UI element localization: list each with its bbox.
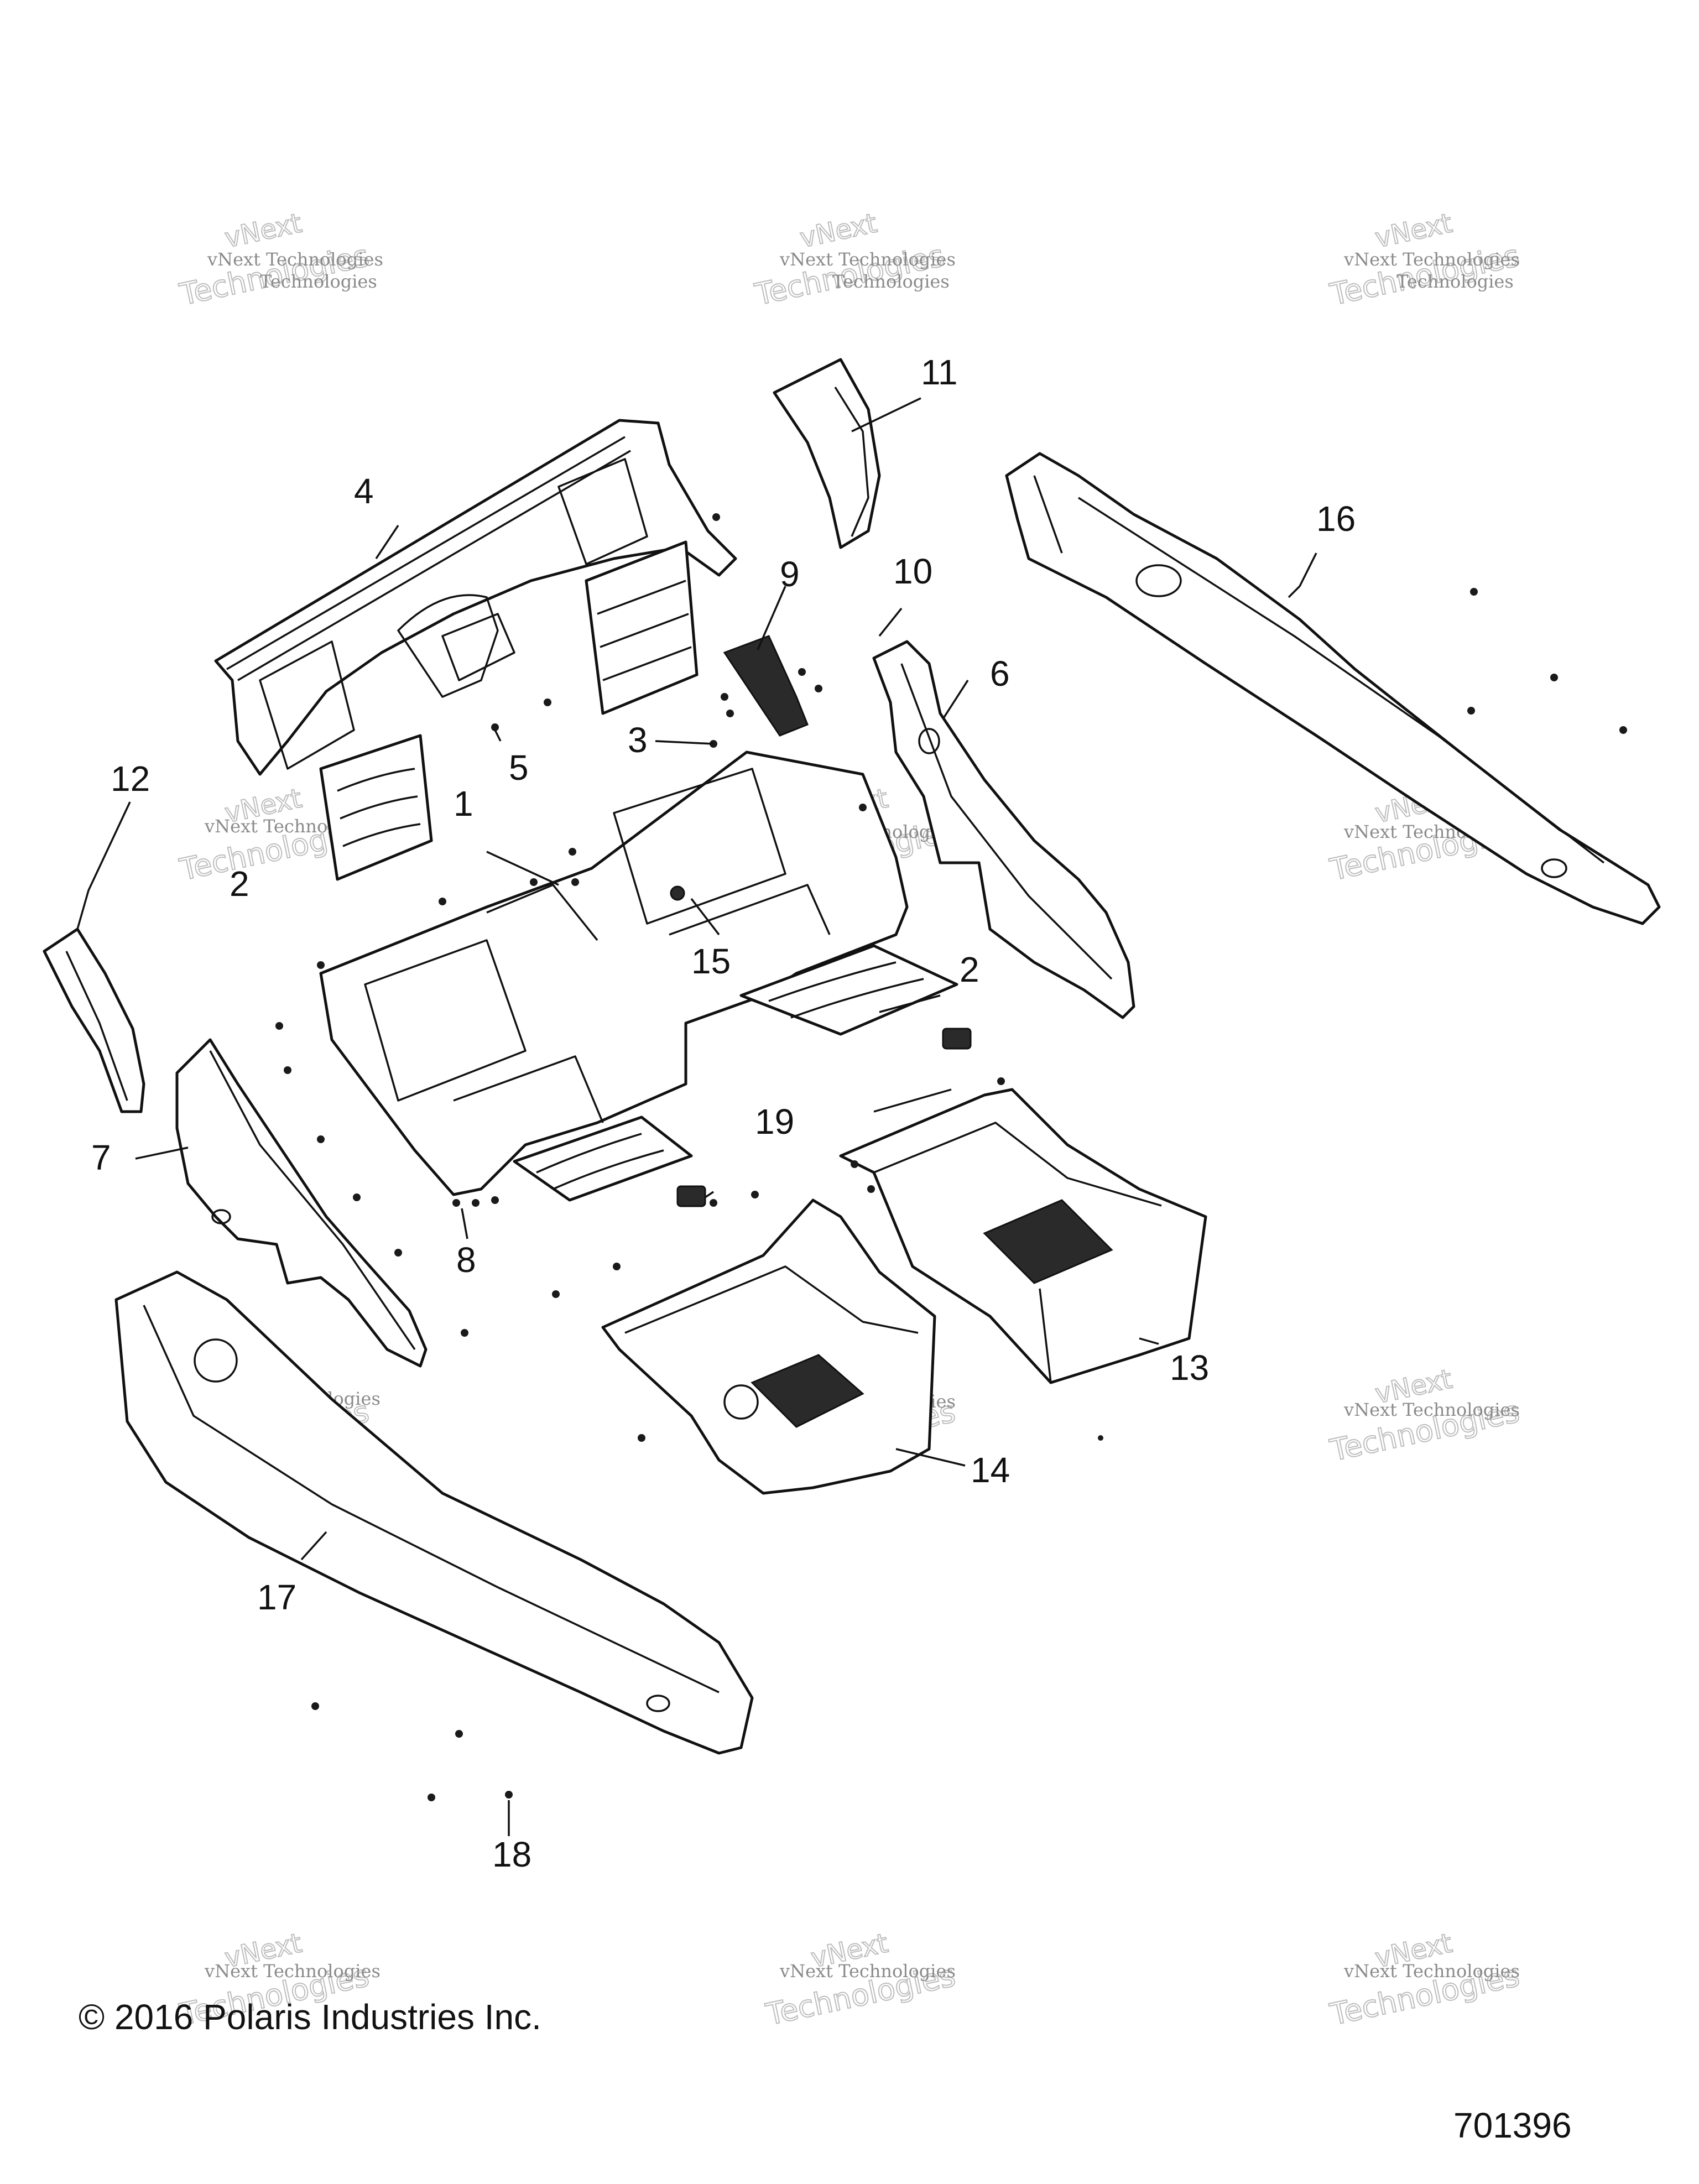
part-17-left-rocker-panel <box>114 1270 754 1755</box>
part-11-panel <box>773 358 881 549</box>
callout-18: 18 <box>492 1834 531 1874</box>
part-9-grille <box>723 635 809 737</box>
watermark-brand: vNext Technologies <box>1343 249 1520 270</box>
watermark-brand: vNext Technologies <box>779 249 956 270</box>
watermark-brand: vNext Technologies <box>1343 1961 1520 1982</box>
callout-2: 2 <box>960 950 979 989</box>
callout-8: 8 <box>456 1240 476 1280</box>
callout-10: 10 <box>893 551 932 591</box>
fasteners <box>275 513 1627 1801</box>
callout-17: 17 <box>257 1577 296 1617</box>
callout-3: 3 <box>628 720 648 760</box>
callout-2: 2 <box>230 864 249 904</box>
part-6-right-side-panel <box>872 640 1135 1019</box>
callout-6: 6 <box>990 654 1010 694</box>
part-14-left-bin <box>601 1198 936 1495</box>
callout-19: 19 <box>755 1102 794 1141</box>
callout-7: 7 <box>91 1138 111 1177</box>
figure-number: 701396 <box>1453 2105 1572 2145</box>
watermark-brand: vNext Technologies <box>779 1961 956 1982</box>
callout-13: 13 <box>1170 1348 1209 1388</box>
callout-15: 15 <box>691 941 731 981</box>
watermark-brand: Technologies <box>832 271 950 292</box>
callout-9: 9 <box>780 554 800 594</box>
leader-lines <box>76 397 1317 1836</box>
watermark-brand: Technologies <box>1396 271 1514 292</box>
callout-5: 5 <box>509 748 529 788</box>
watermark-brand: vNext Technologies <box>1343 1399 1520 1420</box>
watermark-prefix: vNext <box>222 207 305 254</box>
watermark-prefix: vNext <box>798 207 880 254</box>
copyright-notice: © 2016 Polaris Industries Inc. <box>79 1997 541 2037</box>
watermark-brand: vNext Technologies <box>207 249 383 270</box>
callout-14: 14 <box>971 1450 1010 1490</box>
part-4-dash-panel <box>214 419 737 881</box>
callout-4: 4 <box>354 471 374 511</box>
watermark-brand: Technologies <box>260 271 377 292</box>
watermark-prefix: vNext <box>1373 207 1455 254</box>
callout-12: 12 <box>111 759 150 799</box>
part-1-floor <box>319 750 958 1202</box>
part-16-right-rocker-panel <box>1005 452 1661 925</box>
part-12-side-trim <box>43 927 145 1113</box>
callout-labels: 1 2 2 3 4 5 6 7 8 9 10 11 12 13 14 15 16… <box>91 352 1356 1874</box>
part-7-left-side-panel <box>175 1038 428 1368</box>
callout-16: 16 <box>1316 499 1356 539</box>
callout-1: 1 <box>454 784 473 823</box>
watermark-brand: vNext Technologies <box>204 1961 381 1982</box>
part-13-right-bin <box>839 1088 1207 1384</box>
callout-11: 11 <box>921 352 957 392</box>
part-19-clip <box>676 1028 972 1207</box>
